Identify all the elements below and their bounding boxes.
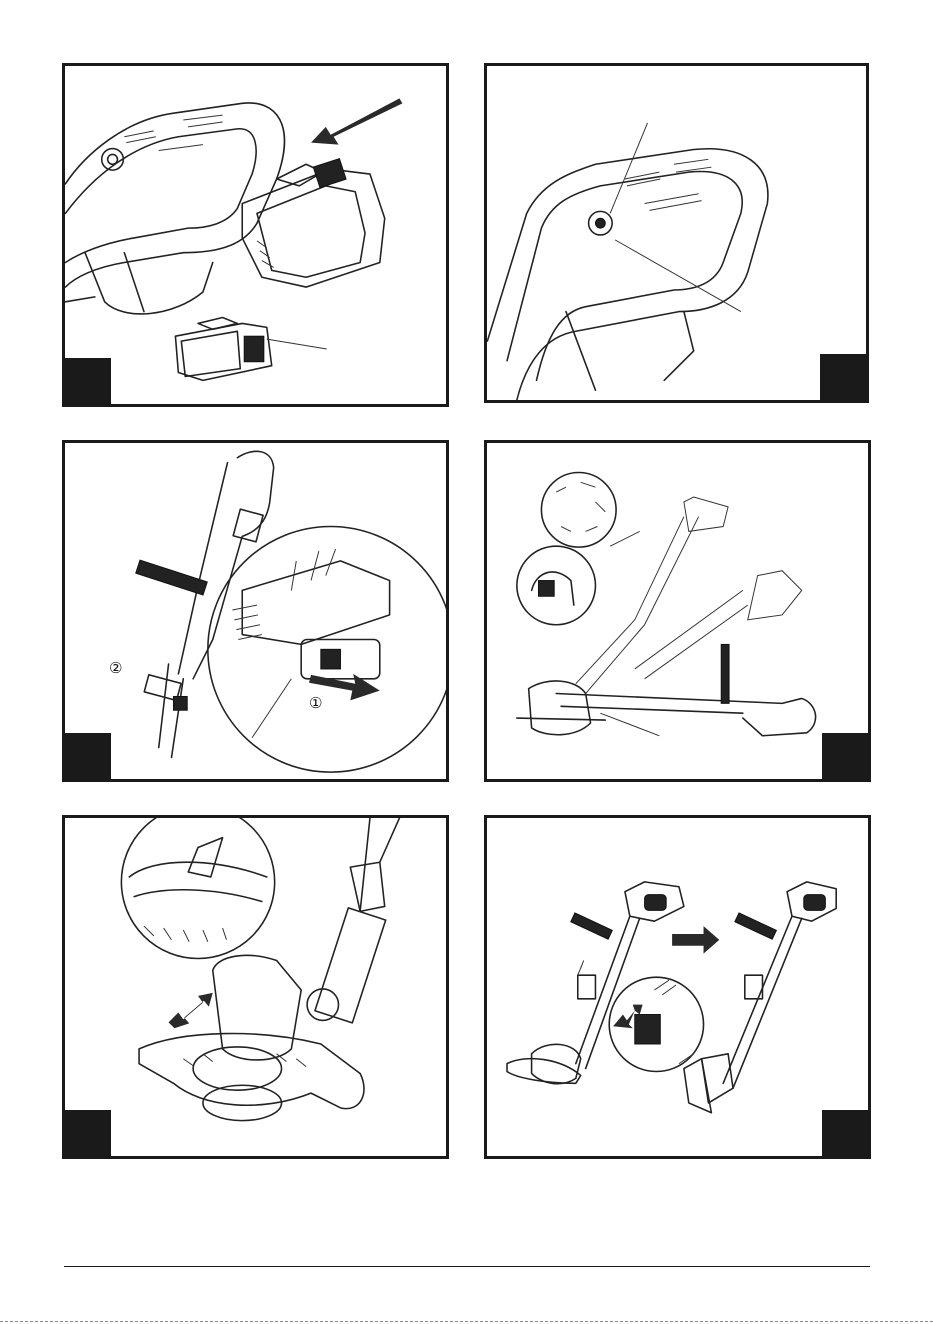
figure-number-tab [65, 733, 111, 779]
step-mark-1: ① [309, 694, 322, 712]
guard-fit-illustration [65, 818, 446, 1156]
figure-panel-handle-adjust: ② ① [62, 440, 449, 782]
head-angle-illustration [487, 443, 868, 779]
battery-insert-illustration [65, 66, 446, 404]
figure-panel-head-angle [484, 440, 871, 782]
figure-number-tab [822, 1110, 868, 1156]
edging-mode-illustration [487, 818, 868, 1156]
figure-number-tab [820, 354, 866, 400]
step-mark-2: ② [109, 659, 122, 677]
footer-rule [64, 1266, 870, 1267]
figure-number-tab [65, 1110, 111, 1156]
figure-panel-battery-insert [62, 63, 449, 407]
figure-number-tab [822, 733, 868, 779]
handle-adjust-illustration [65, 443, 446, 779]
figure-panel-edging-mode [484, 815, 871, 1159]
figure-panel-guard-fit [62, 815, 449, 1159]
figure-panel-handle-switch [484, 63, 869, 403]
figure-number-tab [65, 358, 111, 404]
handle-switch-illustration [487, 66, 866, 400]
cut-line [0, 1321, 933, 1322]
